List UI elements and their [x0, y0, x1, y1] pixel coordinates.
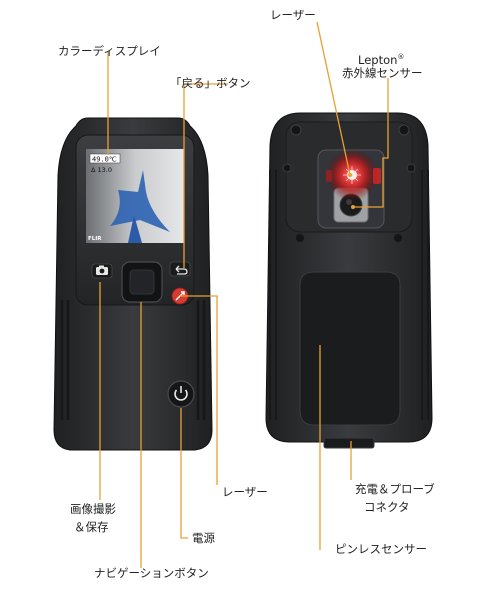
screen-delta-reading: Δ 13.0: [91, 166, 112, 174]
label-pinless-sensor: ピンレスセンサー: [335, 542, 427, 556]
camera-icon: [96, 265, 108, 275]
label-laser-button: レーザー: [222, 485, 268, 499]
label-capture-line2: ＆保存: [74, 520, 109, 534]
label-laser-top: レーザー: [270, 8, 316, 22]
label-lepton: Lepton®: [358, 52, 405, 67]
front-device: 49.0℃ Δ 13.0 FLIR: [53, 117, 213, 451]
screen-temp-reading: 49.0℃: [92, 156, 117, 164]
power-icon: [174, 386, 188, 401]
back-device: [265, 112, 433, 449]
capture-button[interactable]: [91, 263, 113, 279]
label-nav-button: ナビゲーションボタン: [94, 566, 209, 580]
label-charge-line1: 充電＆プローブ: [355, 482, 435, 496]
back-arrow-icon: [175, 265, 188, 275]
label-capture-line1: 画像撮影: [70, 502, 116, 516]
label-power: 電源: [192, 531, 215, 545]
power-button[interactable]: [167, 380, 195, 408]
leader-lines: [99, 21, 389, 568]
label-color-display: カラーディスプレイ: [58, 44, 161, 58]
pinless-sensor-pad: [299, 271, 401, 426]
screen-brand-text: FLIR: [88, 236, 102, 242]
label-ir-sensor: 赤外線センサー: [342, 66, 423, 80]
navigation-button[interactable]: [121, 261, 163, 303]
back-button[interactable]: [169, 261, 191, 277]
label-back-button: 「戻る」ボタン: [170, 76, 251, 90]
label-charge-line2: コネクタ: [364, 500, 410, 514]
